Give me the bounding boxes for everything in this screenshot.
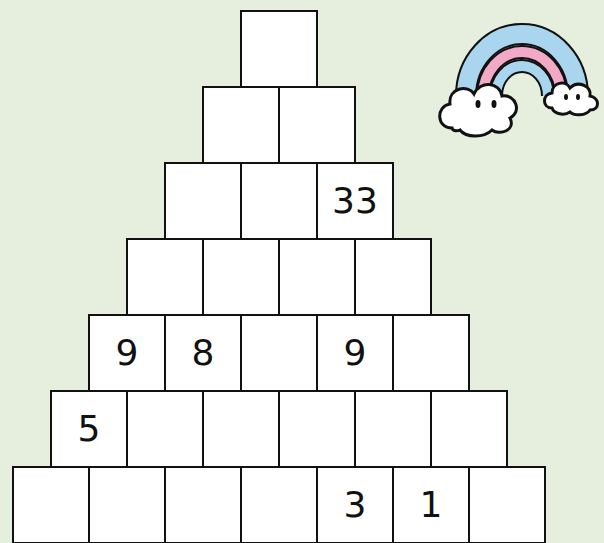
pyramid-cell: [88, 466, 166, 543]
cell-number: 9: [344, 335, 367, 371]
number-cell: 33: [316, 162, 394, 240]
pyramid-cell: [354, 238, 432, 316]
pyramid-cell: [392, 314, 470, 392]
pyramid-cell: [164, 162, 242, 240]
number-cell: 1: [392, 466, 470, 543]
number-cell: 3: [316, 466, 394, 543]
pyramid-cell: [278, 86, 356, 164]
pyramid-cell: [164, 466, 242, 543]
pyramid-cell: [430, 390, 508, 468]
cell-number: 33: [332, 183, 378, 219]
number-cell: 8: [164, 314, 242, 392]
number-cell: 9: [316, 314, 394, 392]
pyramid-cell: [202, 86, 280, 164]
pyramid-cell: [202, 238, 280, 316]
pyramid-cell: [278, 238, 356, 316]
pyramid-cell: [468, 466, 546, 543]
cell-number: 5: [78, 411, 101, 447]
pyramid-cell: [240, 466, 318, 543]
pyramid-cell: [12, 466, 90, 543]
pyramid-cell: [354, 390, 432, 468]
number-cell: 5: [50, 390, 128, 468]
pyramid-cell: [202, 390, 280, 468]
pyramid-cell: [278, 390, 356, 468]
pyramid-cell: [240, 10, 318, 88]
pyramid-cell: [240, 162, 318, 240]
pyramid-cell: [240, 314, 318, 392]
cell-number: 9: [116, 335, 139, 371]
cell-number: 3: [344, 487, 367, 523]
cell-number: 1: [420, 487, 443, 523]
number-cell: 9: [88, 314, 166, 392]
cell-number: 8: [192, 335, 215, 371]
pyramid-cell: [126, 390, 204, 468]
pyramid-cell: [126, 238, 204, 316]
